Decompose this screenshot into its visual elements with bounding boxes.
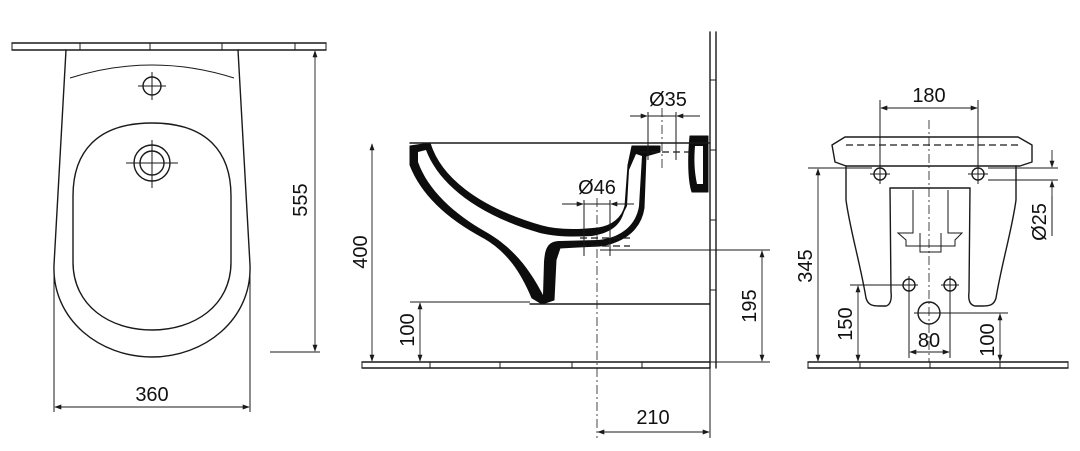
tap-hole-icon — [138, 72, 166, 100]
dim-inlet-100: 100 — [942, 312, 1008, 362]
dim-label-100-front: 100 — [977, 323, 999, 356]
inner-recess — [896, 190, 964, 247]
dim-label-25: Ø25 — [1029, 203, 1051, 241]
dim-label-100-side: 100 — [397, 313, 419, 346]
dim-height-345: 345 — [795, 167, 872, 362]
floor-strip-front — [807, 361, 1069, 369]
floor-strip-side — [361, 361, 711, 369]
dim-label-210: 210 — [636, 407, 669, 429]
dim-length-555: 555 — [270, 50, 320, 353]
inlet-holes — [900, 276, 959, 294]
top-view: 360 555 — [11, 42, 327, 412]
wall-strip-side — [709, 31, 717, 369]
dim-bolt-25: Ø25 — [988, 150, 1058, 241]
dim-outlet-46: Ø46 — [562, 177, 634, 256]
inner-bowl — [72, 122, 232, 331]
dim-depth-210: 210 — [597, 368, 711, 438]
outlet-hole — [914, 301, 944, 325]
dim-height-400: 400 — [350, 143, 375, 362]
section-inner-highlight — [418, 150, 642, 295]
rim-arc — [69, 64, 235, 79]
outlet-pipe — [580, 237, 630, 247]
dim-outlet-195: 195 — [600, 249, 770, 363]
rear-mount-inner — [694, 146, 703, 184]
front-view: 180 Ø25 345 150 80 — [795, 85, 1069, 369]
bidet-body-front — [845, 165, 1017, 307]
dim-label-345: 345 — [795, 249, 817, 282]
dim-width-360: 360 — [53, 268, 251, 412]
dim-spacing-180: 180 — [879, 85, 979, 168]
dim-label-180: 180 — [912, 85, 945, 107]
dim-label-150: 150 — [835, 307, 857, 340]
dim-inlet-150: 150 — [835, 284, 900, 362]
bidet-outline-top — [53, 49, 251, 358]
drain-icon — [126, 140, 178, 188]
dim-floor-100: 100 — [397, 301, 530, 362]
dim-label-400: 400 — [350, 235, 372, 268]
rim-front — [831, 136, 1033, 167]
inner-recess-2 — [919, 233, 942, 253]
dim-label-35: Ø35 — [649, 89, 687, 111]
side-view: Ø35 Ø46 400 100 195 — [350, 31, 770, 438]
dim-label-555: 555 — [290, 183, 312, 216]
wall-strip-top — [11, 42, 327, 51]
dim-label-360: 360 — [135, 384, 168, 406]
dim-label-46: Ø46 — [578, 177, 616, 199]
dim-label-80: 80 — [918, 330, 940, 352]
dim-overflow-35: Ø35 — [630, 89, 700, 160]
dim-label-195: 195 — [739, 289, 761, 322]
dim-inlet-80: 80 — [908, 292, 951, 358]
